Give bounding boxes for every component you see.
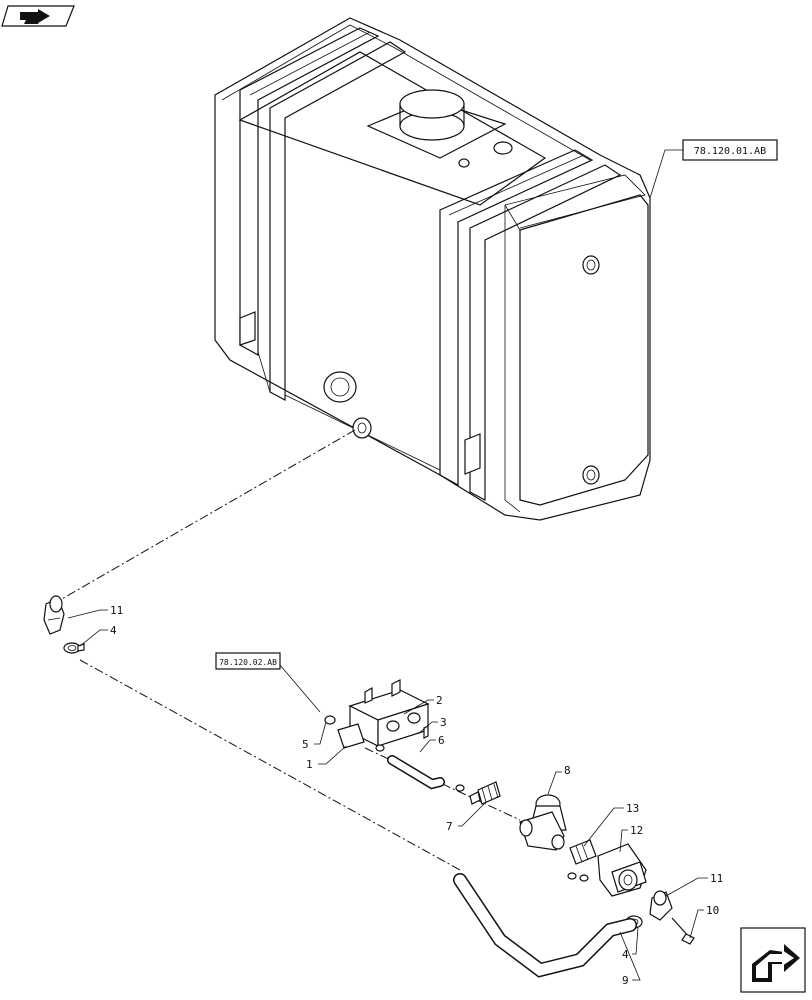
svg-text:78.120.02.AB: 78.120.02.AB xyxy=(219,658,277,667)
supply-centerline-lower xyxy=(79,659,461,871)
callout-10: 10 xyxy=(706,904,719,917)
valve-reference-leader xyxy=(279,664,321,713)
valve-reference-label[interactable]: 78.120.02.AB xyxy=(215,652,281,670)
filter-fitting xyxy=(469,781,501,805)
bolt xyxy=(671,917,695,945)
elbow-fitting-right xyxy=(649,890,673,921)
callout-leaders xyxy=(67,609,708,981)
callout-9: 9 xyxy=(622,974,629,987)
callout-1: 1 xyxy=(306,758,313,771)
callout-5: 5 xyxy=(302,738,309,751)
callout-13: 13 xyxy=(626,802,639,815)
tank-reference-label[interactable]: 78.120.01.AB xyxy=(682,139,778,161)
valve-assembly xyxy=(324,679,430,752)
callout-8: 8 xyxy=(564,764,571,777)
callout-11-left: 11 xyxy=(110,604,123,617)
elbow-fitting-left xyxy=(43,595,65,635)
callout-3: 3 xyxy=(440,716,447,729)
callout-12: 12 xyxy=(630,824,643,837)
svg-text:78.120.01.AB: 78.120.01.AB xyxy=(694,146,766,157)
book-arrow-icon[interactable] xyxy=(1,5,75,27)
callout-4-right: 4 xyxy=(622,948,629,961)
callout-11-right: 11 xyxy=(710,872,723,885)
supply-centerline-upper xyxy=(59,429,356,601)
callout-7: 7 xyxy=(446,820,453,833)
hose-clamp-left xyxy=(63,642,85,654)
callout-6: 6 xyxy=(438,734,445,747)
inline-filter xyxy=(519,794,567,851)
threaded-fitting xyxy=(569,839,597,865)
callout-4-left: 4 xyxy=(110,624,117,637)
tank-illustration xyxy=(214,17,651,521)
pump-body xyxy=(567,843,647,897)
next-page-arrow-icon[interactable] xyxy=(740,927,806,993)
tank-reference-leader xyxy=(649,149,683,199)
callout-2: 2 xyxy=(436,694,443,707)
washer xyxy=(455,784,465,792)
